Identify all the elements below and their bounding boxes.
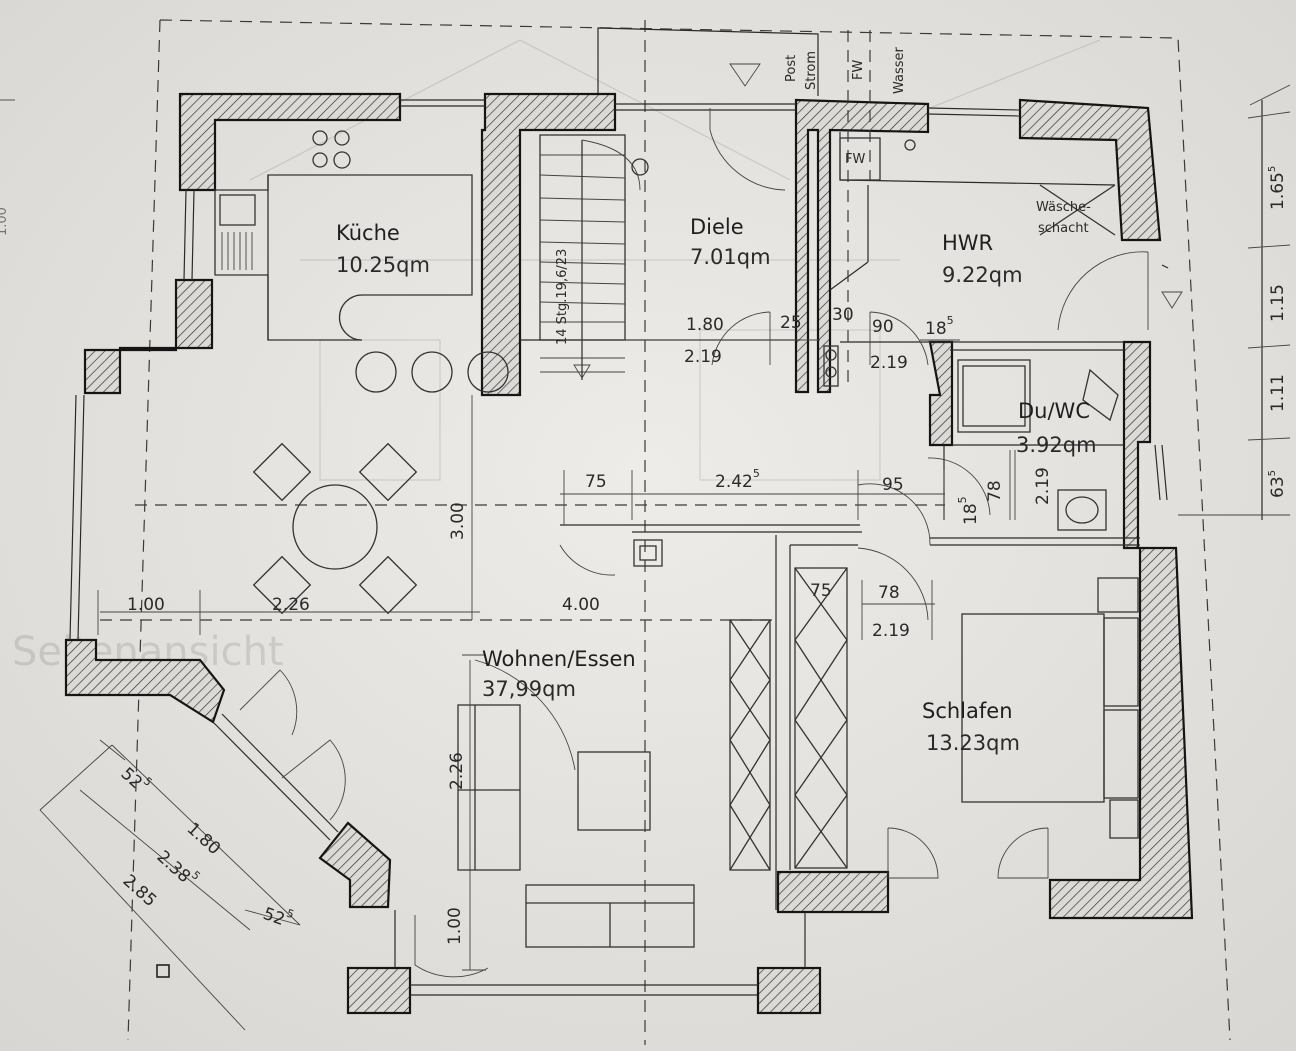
- dim-18-wc-sup: 5: [956, 496, 969, 503]
- outer-dashed-frame: [100, 19, 1231, 1045]
- dim-300: 3.00: [448, 502, 468, 540]
- dim-78-bed: 78: [878, 583, 900, 603]
- right-window-marks: [1154, 264, 1183, 501]
- dim-226-left: 2.26: [272, 595, 310, 615]
- room-labels: Küche 10.25qm Diele 7.01qm HWR 9.22qm Du…: [336, 215, 1097, 755]
- small-square-marker: [156, 964, 170, 978]
- dim-219-wc: 2.19: [1033, 467, 1053, 505]
- dim-100-left: 1.00: [127, 595, 165, 615]
- left-edge-marks: 1.00: [0, 99, 15, 236]
- dim-242: 2.42: [715, 472, 753, 492]
- svg-text:635: 635: [1267, 470, 1288, 498]
- ruler-label-63: 63: [1268, 476, 1288, 498]
- fw-box-label: FW: [845, 152, 865, 167]
- ruler-label-111: 1.11: [1268, 374, 1288, 412]
- svg-text:185: 185: [925, 314, 954, 339]
- hall-name: Diele: [690, 215, 744, 239]
- fw-top-label: FW: [851, 60, 866, 80]
- dim-242-sup: 5: [753, 467, 760, 480]
- stairs-label: 14 Stg.19,6/23: [555, 249, 570, 345]
- ruler-label-115: 1.15: [1268, 284, 1288, 322]
- entrance-canopy: [597, 27, 819, 96]
- dim-18-hwr-sup: 5: [947, 314, 954, 327]
- dining-set: [252, 442, 418, 615]
- doors: [239, 108, 1149, 978]
- dim-100-bottom: 1.00: [445, 907, 465, 945]
- ruler-label-63-sup: 5: [1267, 470, 1278, 476]
- bedroom-furniture: [794, 567, 1139, 869]
- svg-text:2.425: 2.425: [715, 467, 760, 492]
- dim-400: 4.00: [562, 595, 600, 615]
- right-dimension-ruler: [1178, 84, 1291, 520]
- dim-219-hwr: 2.19: [870, 353, 908, 373]
- dim-180-hall: 1.80: [686, 315, 724, 335]
- faint-elevation-ghost: [249, 39, 1101, 481]
- dim-52-b-sup: 5: [285, 907, 296, 922]
- utility-area: 9.22qm: [942, 263, 1023, 287]
- dim-18-wc: 18: [961, 503, 981, 525]
- utility-name: HWR: [942, 231, 993, 255]
- right-ruler-labels: 1.655 1.15 1.11 635: [1267, 166, 1288, 498]
- left-edge-label: 1.00: [0, 207, 10, 236]
- post-label: Post: [784, 55, 799, 82]
- service-labels: Post Strom FW Wasser: [784, 30, 907, 390]
- kitchen-name: Küche: [336, 221, 400, 245]
- exterior-walls: [64, 92, 1194, 1015]
- dim-78-wc: 78: [985, 480, 1005, 502]
- shower-fixtures: [957, 359, 1119, 531]
- shower-name: Du/WC: [1018, 399, 1090, 423]
- bedroom-area: 13.23qm: [926, 731, 1020, 755]
- shower-area: 3.92qm: [1016, 433, 1097, 457]
- svg-text:185: 185: [956, 496, 981, 525]
- waesche-label: Wäsche-: [1036, 200, 1091, 215]
- ruler-label-165: 1.65: [1268, 172, 1288, 210]
- kitchen-area: 10.25qm: [336, 253, 430, 277]
- dim-75-bed: 75: [810, 581, 832, 601]
- hall-area: 7.01qm: [690, 245, 771, 269]
- kitchen-counter: [214, 130, 473, 341]
- dim-90: 90: [872, 317, 894, 337]
- svg-text:1.655: 1.655: [1267, 166, 1288, 210]
- living-area: 37,99qm: [482, 677, 576, 701]
- bar-stools: [355, 351, 509, 393]
- dim-219-hall: 2.19: [684, 347, 722, 367]
- dim-30: 30: [832, 305, 854, 325]
- wasser-label: Wasser: [892, 46, 907, 94]
- dim-219-bed: 2.19: [872, 621, 910, 641]
- dim-226-living: 2.26: [447, 752, 467, 790]
- dim-75-top: 75: [585, 472, 607, 492]
- bedroom-name: Schlafen: [922, 699, 1013, 723]
- dimension-lines: [39, 339, 1016, 1031]
- living-furniture: [457, 539, 771, 948]
- dim-25: 25: [780, 313, 802, 333]
- dim-95: 95: [882, 475, 904, 495]
- utility-fixtures: [823, 137, 1116, 387]
- schacht-label: schacht: [1038, 221, 1089, 236]
- strom-label: Strom: [804, 51, 819, 90]
- living-name: Wohnen/Essen: [482, 647, 636, 671]
- dim-18-hwr: 18: [925, 319, 947, 339]
- ruler-label-165-sup: 5: [1267, 166, 1278, 172]
